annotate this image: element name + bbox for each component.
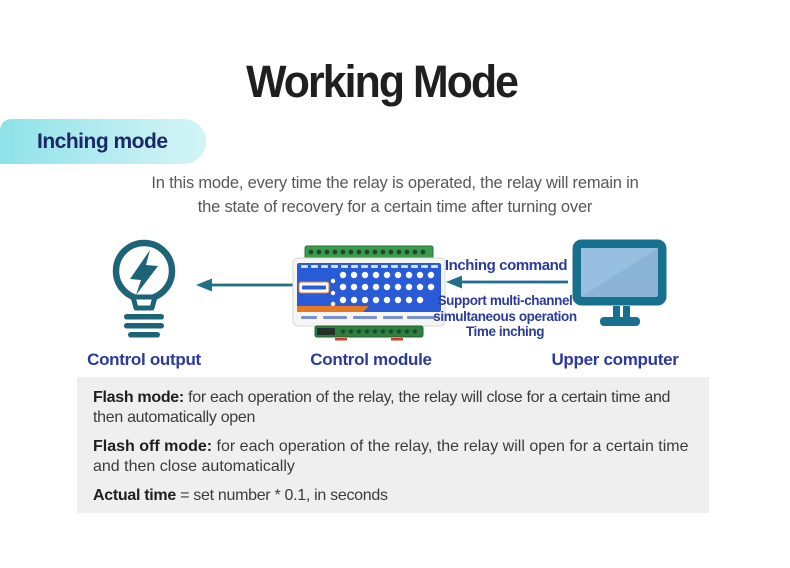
support-line-1: Support multi-channel (437, 293, 573, 308)
note-flash-off-mode-term: Flash off mode: (93, 438, 213, 455)
monitor-icon (572, 239, 667, 326)
description-line-1: In this mode, every time the relay is op… (151, 174, 639, 192)
note-flash-mode-term: Flash mode: (93, 389, 184, 406)
mode-description: In this mode, every time the relay is op… (0, 171, 790, 219)
note-flash-mode-text: for each operation of the relay, the rel… (93, 389, 671, 426)
note-actual-time: Actual time = set number * 0.1, in secon… (93, 486, 693, 506)
page-title-text: Working Mode (246, 56, 520, 107)
support-annotation: Support multi-channel simultaneous opera… (430, 293, 580, 340)
notes-panel: Flash mode: for each operation of the re… (77, 377, 709, 513)
support-line-3: Time inching (465, 324, 545, 339)
note-actual-time-text: = set number * 0.1, in seconds (175, 487, 388, 504)
section-badge-label: Inching mode (37, 130, 168, 153)
note-actual-time-term: Actual time (93, 487, 176, 504)
relay-module-image (292, 245, 446, 341)
description-line-2: the state of recovery for a certain time… (197, 198, 593, 216)
node-label-upper-computer: Upper computer (551, 350, 679, 369)
arrow-label: Inching command (444, 257, 568, 274)
lightbulb-bolt-icon (112, 239, 176, 338)
arrow-left-module-to-output-icon (196, 278, 298, 292)
section-badge: Inching mode (0, 119, 206, 164)
note-flash-off-mode-text: for each operation of the relay, the rel… (93, 438, 689, 475)
note-flash-mode: Flash mode: for each operation of the re… (93, 388, 693, 428)
support-line-2: simultaneous operation (433, 308, 577, 324)
note-flash-off-mode: Flash off mode: for each operation of th… (93, 437, 693, 477)
node-label-control-output: Control output (87, 350, 201, 369)
arrow-left-computer-to-module-icon (446, 275, 568, 289)
node-label-control-module: Control module (310, 350, 432, 369)
page-title: Working Mode (0, 56, 764, 108)
